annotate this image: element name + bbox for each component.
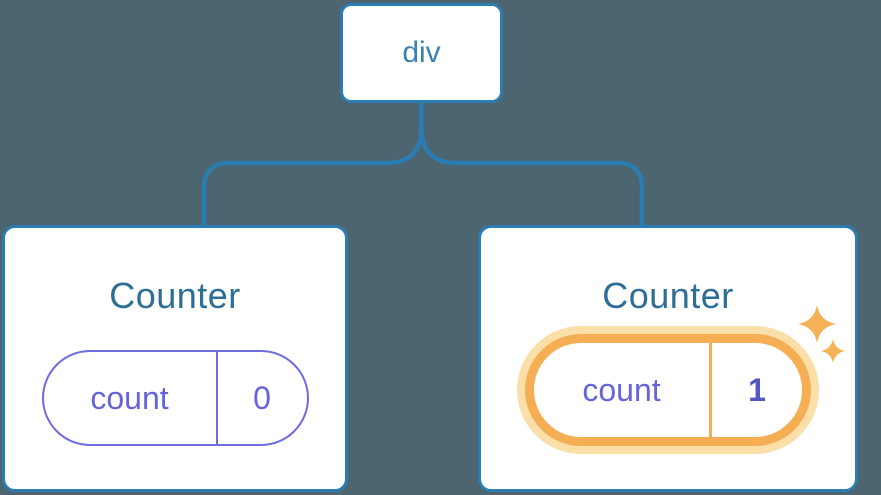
counter-card-right: Counter count 1: [478, 225, 858, 492]
sparkle-large-icon: [798, 305, 836, 343]
component-title: Counter: [109, 275, 241, 316]
state-pill-wrap-highlighted: count 1: [525, 305, 845, 446]
state-value: 1: [709, 343, 802, 437]
state-key-label: count: [582, 371, 661, 408]
sparkle-small-icon: [821, 339, 845, 363]
connector-right-branch: [419, 101, 645, 226]
tree-node-div: div: [340, 3, 503, 103]
connector-left-branch: [201, 101, 424, 226]
state-pill-wrap: count 0: [41, 318, 309, 446]
state-value: 0: [215, 352, 307, 444]
counter-card-left: Counter count 0: [2, 225, 348, 492]
sparkles-icon: [798, 305, 845, 363]
state-pill-highlighted: count 1: [525, 334, 811, 446]
state-pill: count 0: [41, 350, 309, 446]
state-key-label: count: [90, 379, 169, 416]
component-title: Counter: [602, 275, 734, 316]
root-node-label: div: [402, 36, 441, 69]
